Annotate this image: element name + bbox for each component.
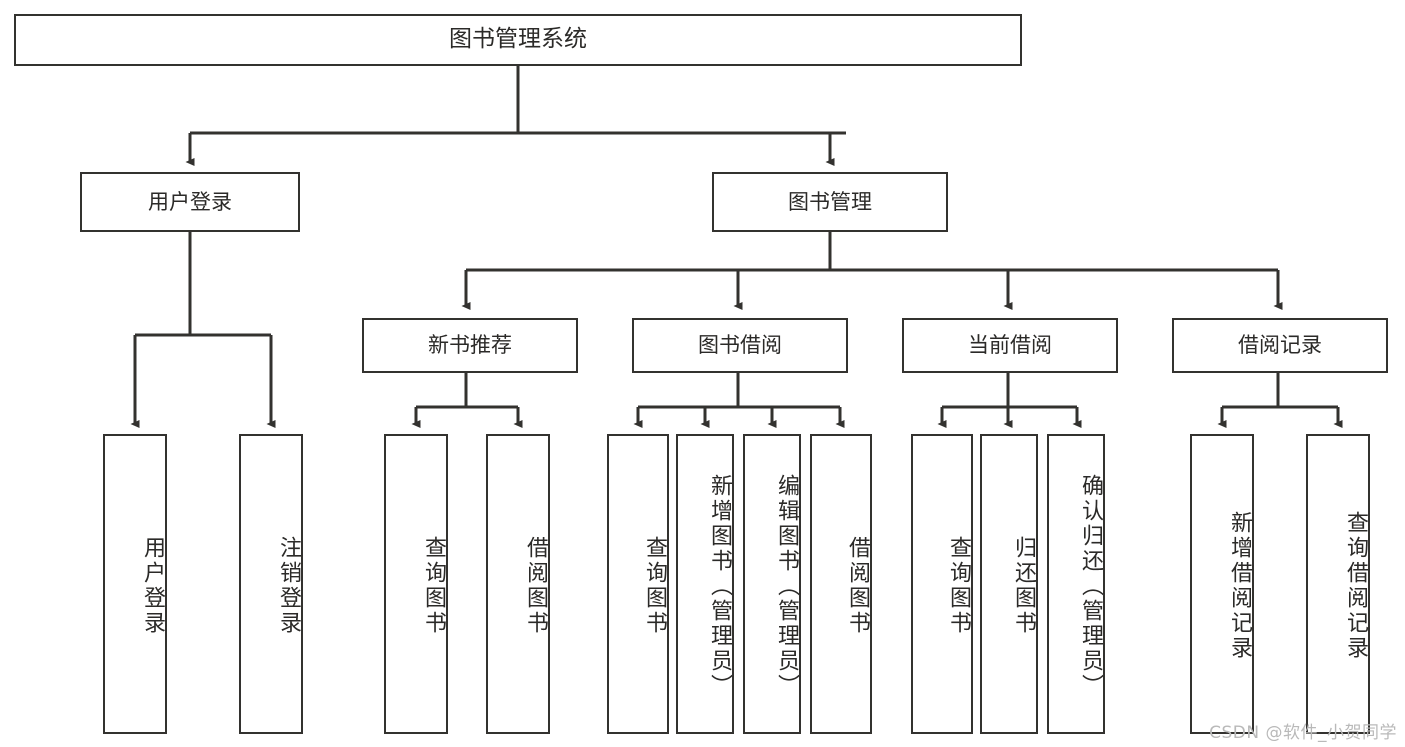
node-new-book-recommend[interactable]: 新书推荐	[362, 318, 578, 373]
watermark: CSDN @软件_小贺同学	[1209, 723, 1397, 743]
node-current-borrow[interactable]: 当前借阅	[902, 318, 1118, 373]
node-borrow-record-label: 借阅记录	[1238, 333, 1322, 358]
node-root[interactable]: 图书管理系统	[14, 14, 1022, 66]
leaf-user-logout-label: 注销登录	[276, 536, 301, 636]
leaf-query-book-recommend[interactable]: 查询图书	[384, 434, 448, 734]
leaf-confirm-return[interactable]: 确认归还（管理员）	[1047, 434, 1105, 734]
leaf-borrow-book-label: 借阅图书	[845, 536, 870, 636]
node-user-login-label: 用户登录	[148, 189, 232, 214]
node-current-borrow-label: 当前借阅	[968, 333, 1052, 358]
leaf-query-book-borrow-label: 查询图书	[642, 536, 667, 636]
leaf-query-record[interactable]: 查询借阅记录	[1306, 434, 1370, 734]
node-book-management[interactable]: 图书管理	[712, 172, 948, 232]
leaf-query-book-current-label: 查询图书	[946, 536, 971, 636]
leaf-user-login-label: 用户登录	[140, 536, 165, 636]
leaf-query-book-borrow[interactable]: 查询图书	[607, 434, 669, 734]
leaf-add-book[interactable]: 新增图书（管理员）	[676, 434, 734, 734]
node-user-login[interactable]: 用户登录	[80, 172, 300, 232]
leaf-confirm-return-label: 确认归还（管理员）	[1078, 473, 1103, 699]
leaf-query-book-recommend-label: 查询图书	[421, 536, 446, 636]
leaf-add-book-label: 新增图书（管理员）	[707, 473, 732, 699]
leaf-edit-book[interactable]: 编辑图书（管理员）	[743, 434, 801, 734]
leaf-add-record-label: 新增借阅记录	[1227, 511, 1252, 661]
leaf-borrow-book-recommend-label: 借阅图书	[523, 536, 548, 636]
leaf-return-book[interactable]: 归还图书	[980, 434, 1038, 734]
leaf-return-book-label: 归还图书	[1011, 536, 1036, 636]
leaf-borrow-book-recommend[interactable]: 借阅图书	[486, 434, 550, 734]
leaf-query-book-current[interactable]: 查询图书	[911, 434, 973, 734]
node-book-borrow[interactable]: 图书借阅	[632, 318, 848, 373]
leaf-edit-book-label: 编辑图书（管理员）	[774, 473, 799, 699]
leaf-user-login[interactable]: 用户登录	[103, 434, 167, 734]
leaf-user-logout[interactable]: 注销登录	[239, 434, 303, 734]
node-book-borrow-label: 图书借阅	[698, 333, 782, 358]
node-borrow-record[interactable]: 借阅记录	[1172, 318, 1388, 373]
leaf-borrow-book[interactable]: 借阅图书	[810, 434, 872, 734]
node-root-label: 图书管理系统	[449, 26, 587, 53]
node-new-book-recommend-label: 新书推荐	[428, 333, 512, 358]
leaf-query-record-label: 查询借阅记录	[1343, 511, 1368, 661]
leaf-add-record[interactable]: 新增借阅记录	[1190, 434, 1254, 734]
node-book-management-label: 图书管理	[788, 189, 872, 214]
